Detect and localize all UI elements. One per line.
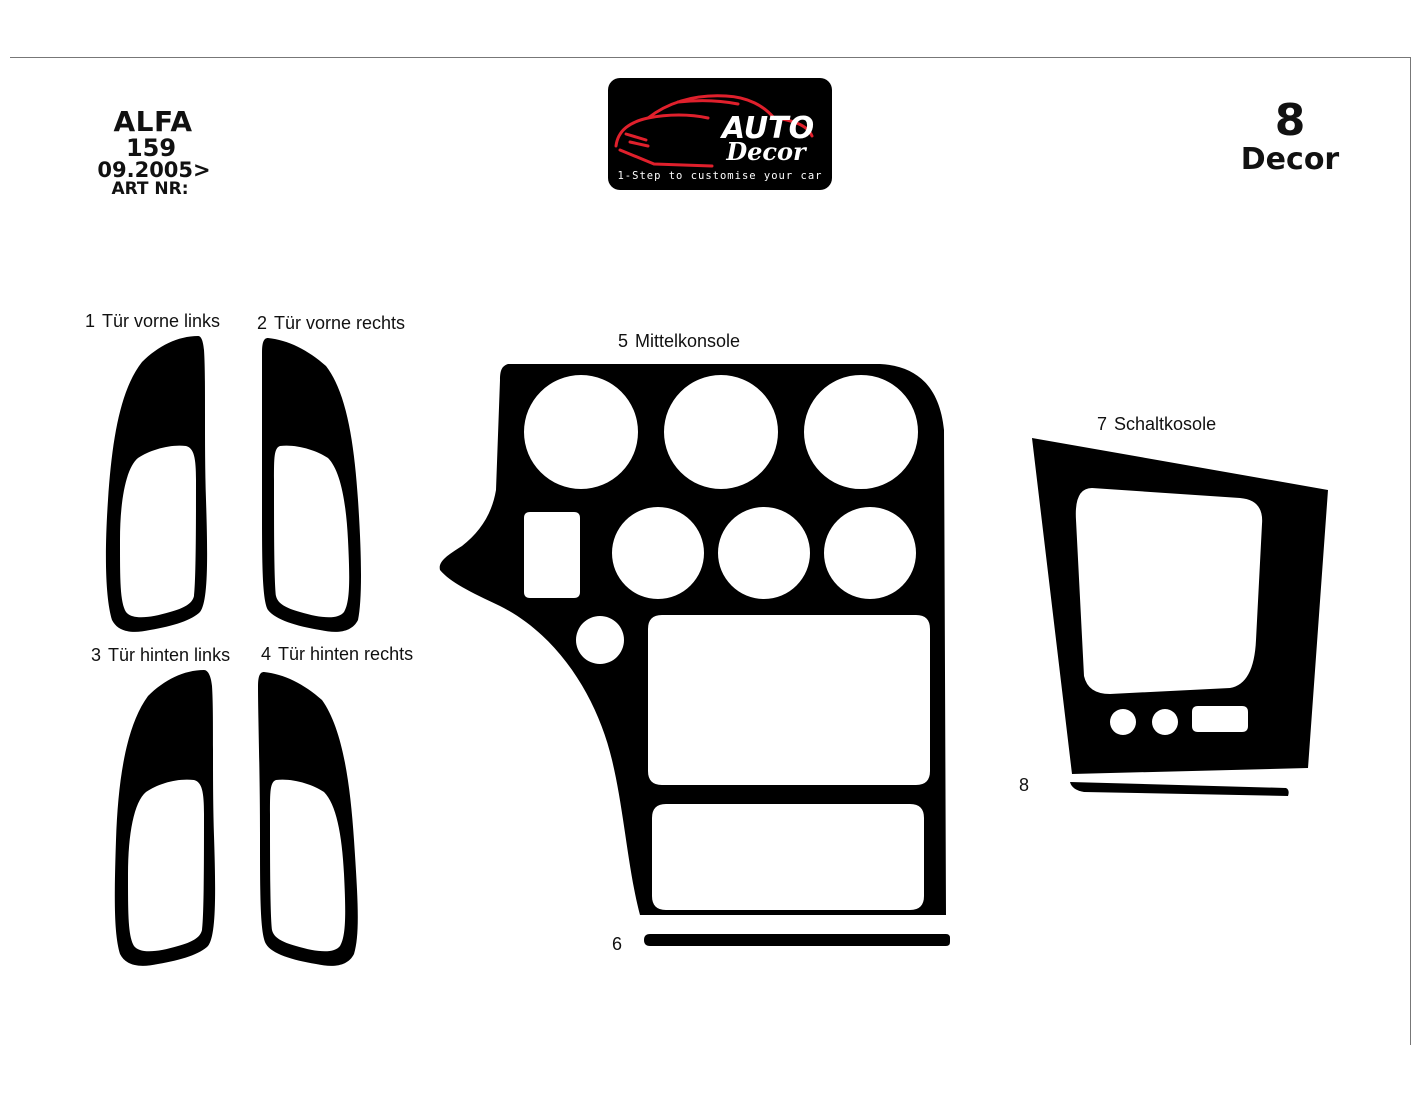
part-label-5: 5 Mittelkonsole [618,331,740,352]
part-name: Tür hinten links [108,645,231,665]
piece-count-label: Decor [1240,142,1340,178]
vehicle-info: ALFA 159 09.2005> ART NR: [95,108,225,198]
part-3-door-rear-left [114,670,216,966]
vehicle-make: ALFA [113,105,193,138]
part-label-8: 8 [1019,775,1029,796]
part-number: 3 [91,645,102,665]
part-8-shift-strip [1070,782,1289,796]
part-number: 7 [1097,414,1108,434]
part-label-3: 3 Tür hinten links [91,645,230,666]
part-name: Schaltkosole [1114,414,1217,434]
part-label-4: 4 Tür hinten rechts [261,644,413,665]
part-name: Tür vorne rechts [274,313,406,333]
vehicle-model: 159 [125,134,177,162]
part-number: 2 [257,313,268,333]
part-label-1: 1 Tür vorne links [85,311,220,332]
logo-tagline: 1-Step to customise your car [617,170,822,182]
car-silhouette-icon [614,94,814,168]
part-1-door-front-left [105,336,208,632]
part-number: 5 [618,331,629,351]
part-name: Tür vorne links [102,311,221,331]
piece-count: 8 [1274,95,1306,146]
part-label-2: 2 Tür vorne rechts [257,313,405,334]
part-name: Tür hinten rechts [278,644,414,664]
frame-right-line [1410,57,1411,1045]
part-number: 6 [612,934,623,954]
part-7-shift-console [1032,438,1328,774]
part-label-6: 6 [612,934,622,955]
frame-top-line [10,57,1410,58]
logo-word-auto: AUTO [720,111,814,146]
part-number: 4 [261,644,272,664]
art-nr-label: ART NR: [111,179,189,199]
part-6-console-strip [644,934,950,946]
part-5-center-console [439,364,946,915]
part-2-door-front-right [262,338,361,632]
auto-decor-logo: AUTO Decor 1-Step to customise your car [608,78,832,190]
part-number: 8 [1019,775,1030,795]
piece-count-block: 8 Decor [1228,95,1352,178]
part-number: 1 [85,311,96,331]
part-4-door-rear-right [258,672,358,966]
vehicle-date: 09.2005> [97,158,211,182]
logo-word-decor: Decor [725,137,808,166]
part-name: Mittelkonsole [635,331,741,351]
part-label-7: 7 Schaltkosole [1097,414,1216,435]
